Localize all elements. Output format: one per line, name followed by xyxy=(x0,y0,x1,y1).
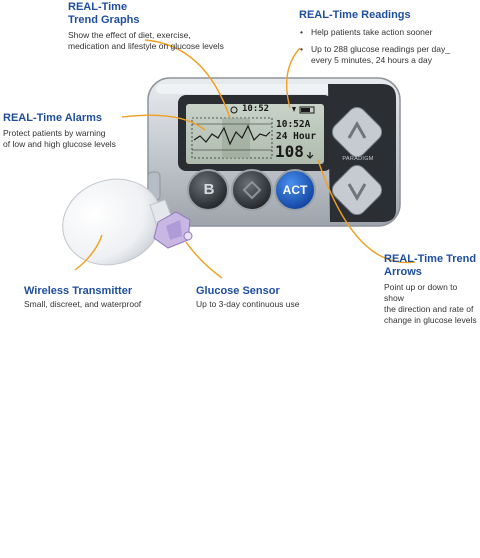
leader-lines xyxy=(74,39,416,279)
callout-transmitter: Wireless Transmitter Small, discreet, an… xyxy=(24,285,141,310)
readings-bullet: Help patients take action sooner xyxy=(299,27,474,38)
screen-clock: 10:52A xyxy=(276,119,311,130)
esc-button xyxy=(231,169,273,211)
b-button xyxy=(187,169,229,211)
transmitter-desc: Small, discreet, and waterproof xyxy=(24,299,142,309)
up-arrow-icon xyxy=(347,120,367,139)
down-arrow-icon xyxy=(347,183,367,202)
trend-arrows-title: REAL-Time Trend Arrows xyxy=(384,253,477,278)
trend-graph-line xyxy=(193,124,271,146)
screen-reading: 108 xyxy=(275,142,304,161)
trend-graphs-title: REAL-Time Trend Graphs xyxy=(68,1,140,26)
sensor-desc: Up to 3-day continuous use xyxy=(196,299,300,309)
callout-readings: REAL-Time Readings Help patients take ac… xyxy=(299,9,474,72)
glucose-sensor xyxy=(153,211,193,249)
callout-trend-arrows: REAL-Time Trend Arrows Point up or down … xyxy=(384,253,478,326)
screen-range: 24 Hour xyxy=(276,131,317,142)
esc-icon xyxy=(242,180,262,200)
act-button-label: ACT xyxy=(282,183,308,197)
readings-bullets: Help patients take action sooner Up to 2… xyxy=(299,27,474,66)
sensor-title: Glucose Sensor xyxy=(196,285,280,297)
callout-alarms: REAL-Time Alarms Protect patients by war… xyxy=(3,112,116,150)
pump-screen xyxy=(186,104,324,164)
alarms-title: REAL-Time Alarms xyxy=(3,112,103,124)
trend-arrows-desc: Point up or down to show the direction a… xyxy=(384,282,477,325)
trend-arrow-icon xyxy=(306,152,314,159)
insulin-pump xyxy=(147,77,401,227)
callout-sensor: Glucose Sensor Up to 3-day continuous us… xyxy=(196,285,299,310)
brand-label: PARADIGM xyxy=(342,156,374,162)
transmitter-title: Wireless Transmitter xyxy=(24,285,133,297)
screen-time: 10:52 xyxy=(242,104,270,114)
alarms-desc: Protect patients by warning of low and h… xyxy=(3,128,116,149)
b-button-label: B xyxy=(203,181,215,198)
callout-trend-graphs: REAL-Time Trend Graphs Show the effect o… xyxy=(68,1,224,52)
act-button xyxy=(274,169,316,211)
readings-bullet: Up to 288 glucose readings per day_ ever… xyxy=(299,44,474,66)
trend-graphs-desc: Show the effect of diet, exercise, medic… xyxy=(68,30,224,51)
readings-title: REAL-Time Readings xyxy=(299,9,411,21)
